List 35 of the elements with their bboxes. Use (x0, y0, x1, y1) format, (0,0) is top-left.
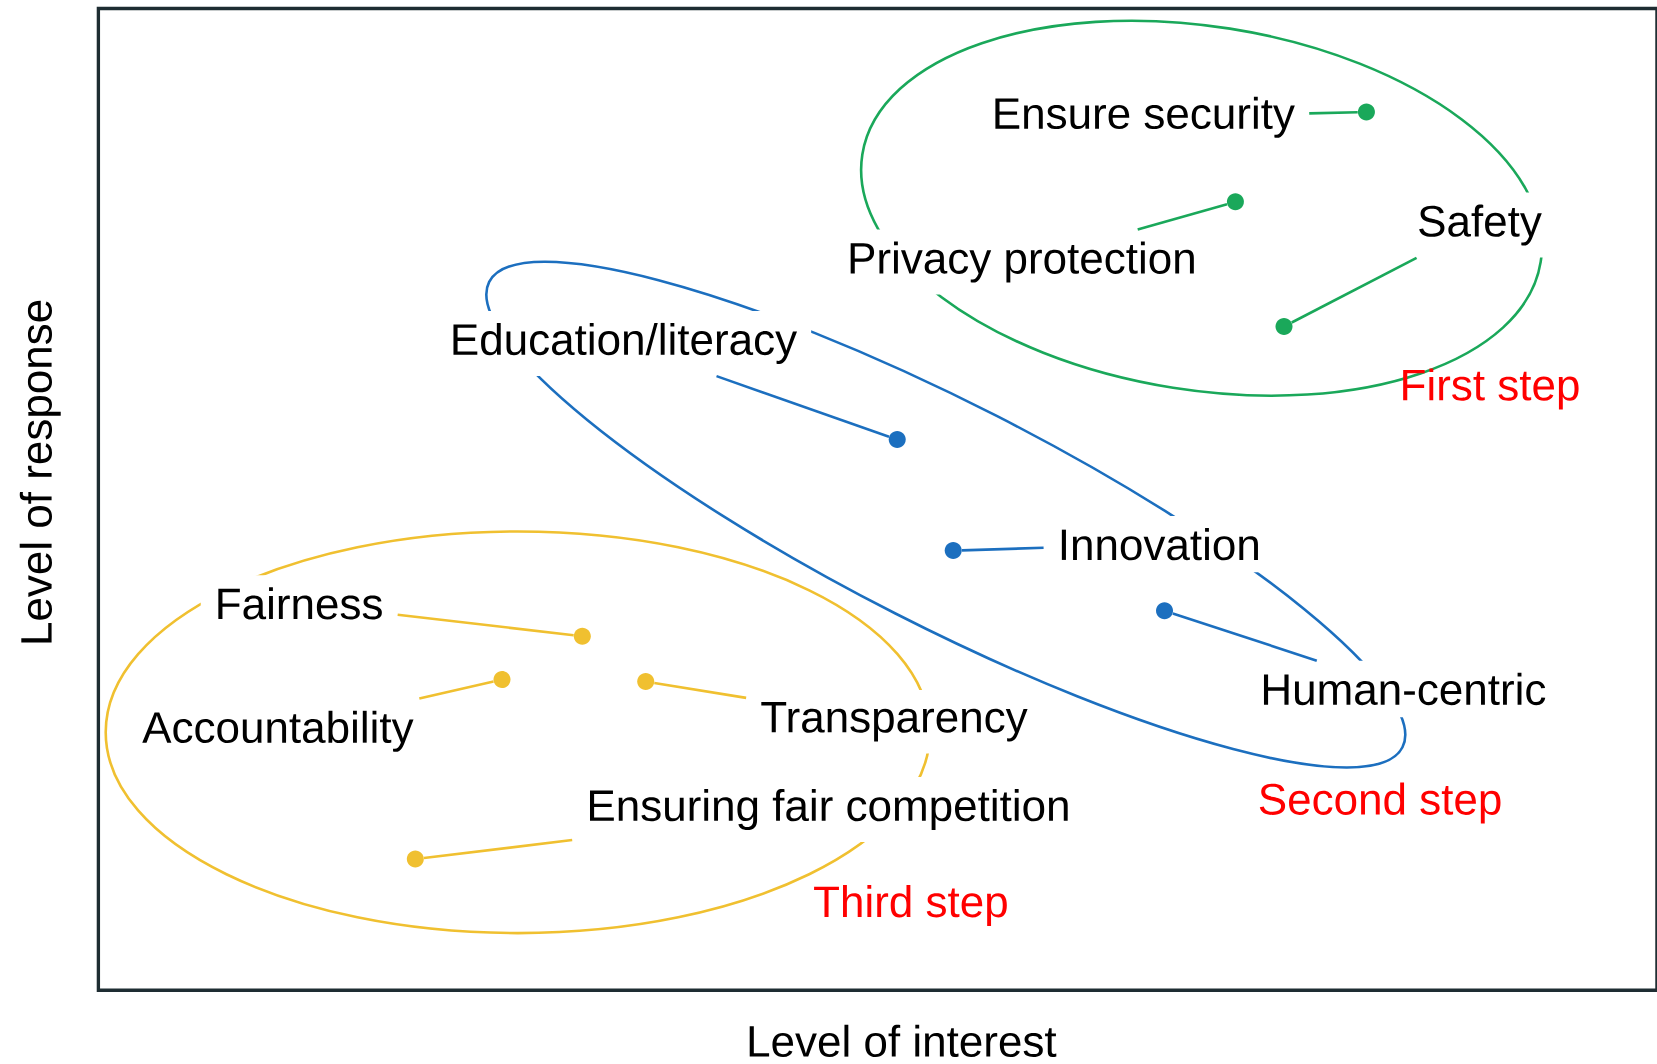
leader-line (397, 613, 574, 637)
data-point (637, 673, 655, 691)
node-label: Education/literacy (435, 310, 812, 376)
node-label: Privacy protection (833, 229, 1211, 295)
leader-line (1291, 256, 1418, 324)
node-label: Accountability (128, 698, 428, 764)
data-point (944, 542, 962, 560)
node-label: Safety (1403, 192, 1556, 258)
step-label: Second step (1259, 782, 1501, 824)
leader-line (654, 681, 747, 700)
node-label: Innovation (1043, 516, 1275, 573)
leader-line (1137, 202, 1228, 231)
node-label: Transparency (746, 690, 1042, 754)
axis-title: Level of response (19, 300, 61, 643)
leader-line (1172, 612, 1318, 662)
leader-line (419, 680, 494, 700)
node-label: Human-centric (1246, 660, 1561, 718)
data-point (1275, 318, 1293, 335)
leader-line (1309, 110, 1358, 115)
step-label: First step (1403, 368, 1579, 410)
data-point (493, 671, 511, 688)
step-label: Third step (814, 885, 1007, 927)
node-label: Ensuring fair competition (572, 777, 1085, 842)
node-label: Fairness (200, 575, 398, 632)
data-point (573, 627, 591, 645)
axis-title: Level of interest (749, 1024, 1057, 1058)
leader-line (716, 374, 890, 438)
leader-line (423, 838, 573, 860)
data-point (888, 431, 906, 449)
data-point (1156, 602, 1173, 620)
leader-line (961, 546, 1044, 552)
node-label: Ensure security (977, 84, 1310, 150)
data-point (1357, 103, 1375, 121)
data-point (1226, 193, 1244, 211)
data-point (406, 850, 424, 868)
